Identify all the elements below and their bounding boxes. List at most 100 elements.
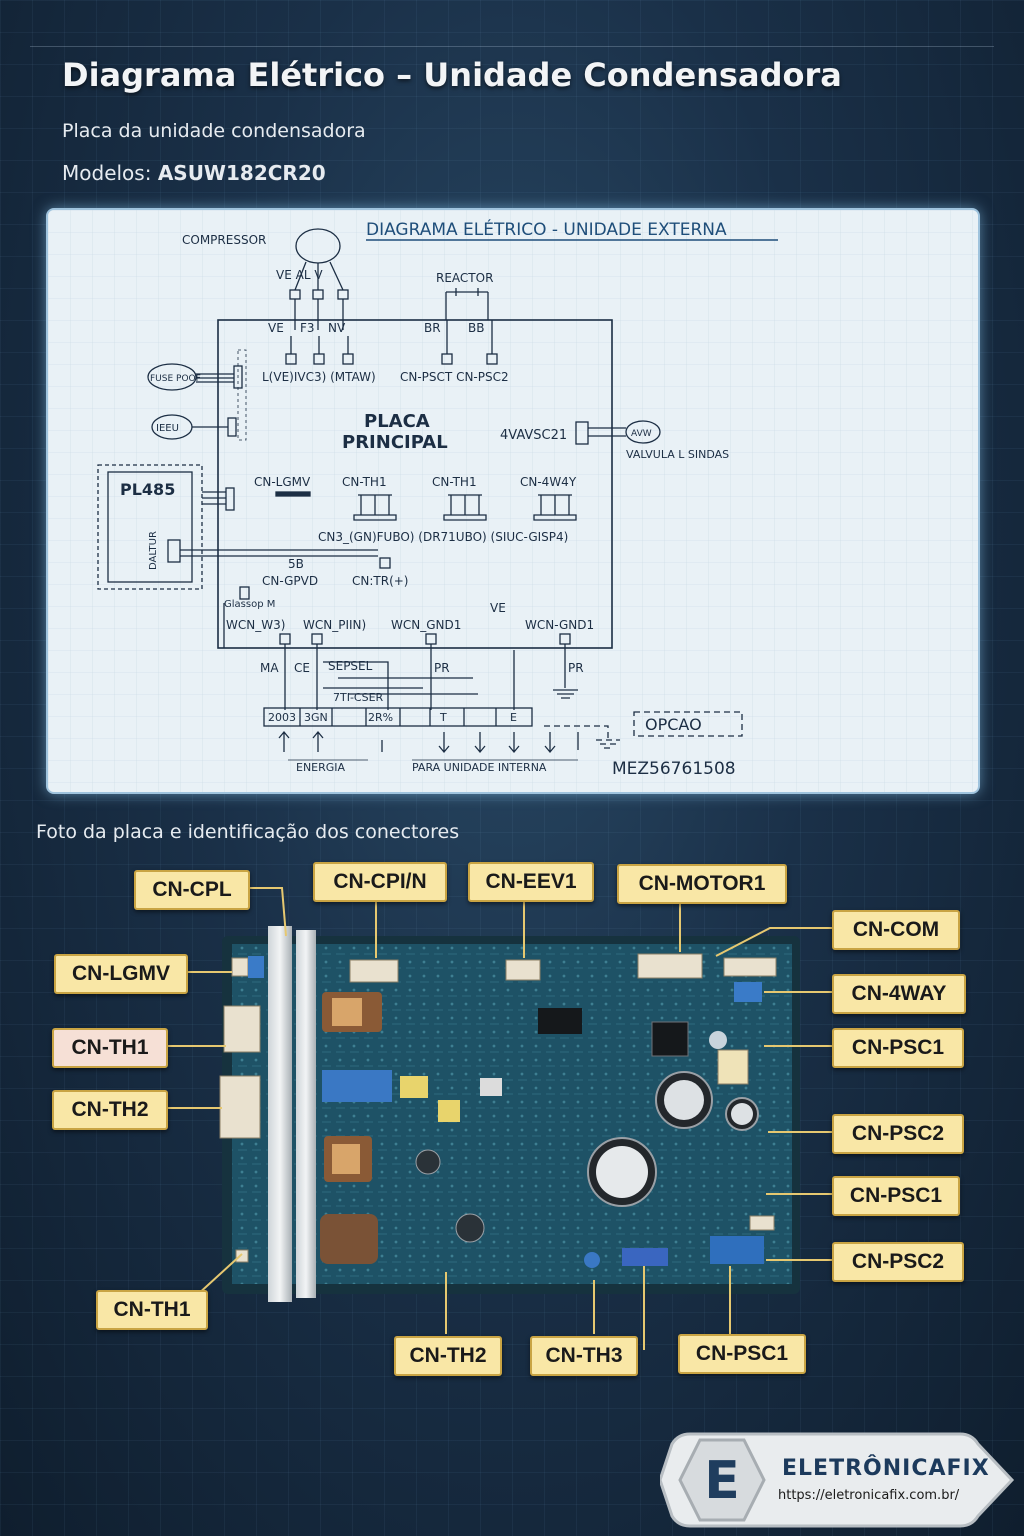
sensor-4way-label: CN-4W4Y	[520, 475, 577, 489]
term-br: BR	[424, 321, 441, 335]
fan-wires	[196, 373, 234, 383]
valve-port-label: 4VAVSC21	[500, 428, 567, 443]
board-label-1: PLACA	[364, 411, 430, 432]
wcn-gnd1-label: WCN_GND1	[391, 618, 461, 632]
fan-motor-label: FUSE POOF	[150, 374, 201, 384]
lower-left-label: Glassop M	[224, 599, 275, 610]
photo-caption: Foto da placa e identificação dos conect…	[36, 821, 460, 843]
diagram-title: DIAGRAMA ELÉTRICO - UNIDADE EXTERNA	[366, 218, 727, 240]
wire-label-ce: CE	[294, 661, 310, 675]
term-nv: NV	[328, 321, 346, 335]
top-connector-pins	[285, 320, 498, 365]
reactor-label: REACTOR	[436, 271, 493, 285]
pl485-dashed-box	[97, 464, 203, 590]
reactor-symbol	[445, 288, 489, 320]
brand-name: ELETRÔNICAFIX	[782, 1456, 990, 1481]
valve-wires	[588, 427, 626, 437]
models-label: Modelos:	[62, 161, 158, 185]
para-interna-label: PARA UNIDADE INTERNA	[412, 761, 547, 774]
electrical-diagram: DIAGRAMA ELÉTRICO - UNIDADE EXTERNA COMP…	[48, 210, 978, 792]
mid-label-gpvd: CN-GPVD	[262, 574, 318, 588]
callout-cn-th2-left: CN-TH2	[52, 1090, 168, 1130]
terminal-3: 2R%	[368, 711, 393, 724]
wcn-w3-label: WCN_W3)	[226, 618, 285, 632]
pcb-connectors	[219, 953, 777, 1266]
board-label-2: PRINCIPAL	[342, 432, 448, 453]
pcb-components	[320, 992, 759, 1268]
callout-cn-th1-bottom: CN-TH1	[96, 1290, 208, 1330]
eev-connector	[227, 417, 237, 437]
brand-url-link[interactable]: https://eletronicafix.com.br/	[778, 1488, 960, 1503]
callout-cn-th1-left: CN-TH1	[52, 1028, 168, 1068]
page-title: Diagrama Elétrico – Unidade Condensadora	[62, 56, 842, 94]
valve-label: VALVULA L SINDAS	[626, 448, 729, 461]
callout-leader-lines	[166, 887, 832, 1350]
page-subtitle: Placa da unidade condensadora	[62, 120, 366, 142]
callout-cn-psc1-a: CN-PSC1	[832, 1028, 964, 1068]
term-bb: BB	[468, 321, 484, 335]
part-number: MEZ56761508	[612, 759, 736, 779]
callout-cn-cpl: CN-CPL	[134, 870, 250, 910]
callout-cn-cpin: CN-CPI/N	[313, 862, 447, 902]
terminal-arrows	[278, 725, 620, 754]
terminal-wires	[284, 644, 578, 710]
sensor-sub-label: CN3_(GN)FUBO) (DR71UBO) (SIUC-GISP4)	[318, 530, 568, 544]
terminal-dividers	[299, 708, 497, 726]
terminal-1: 2003	[268, 711, 296, 724]
wire-label-sepsel: SEPSEL	[328, 659, 373, 673]
models-line: Modelos: ASUW182CR20	[62, 161, 326, 185]
pl485-wires	[202, 491, 226, 505]
valve-coil-symbol	[625, 420, 661, 444]
mid-label-tr: CN:TR(+)	[352, 574, 408, 588]
callout-cn-th2-bottom: CN-TH2	[394, 1336, 502, 1376]
header-divider	[30, 46, 994, 47]
mid-label-5b: 5B	[288, 557, 304, 571]
wcn-gnd1-b-label: WCN-GND1	[525, 618, 594, 632]
brand-logo: E	[660, 1432, 1015, 1528]
ve-label: VE	[490, 601, 506, 615]
sensor-lgmv-connector	[275, 491, 311, 497]
terminal-5: Ε	[510, 711, 517, 724]
sensor-connector-symbols	[353, 494, 577, 521]
terminal-4: T	[439, 711, 447, 724]
term-ve: VE	[268, 321, 284, 335]
main-board-outline	[217, 319, 613, 649]
compressor-terminals: VE AL V	[276, 268, 323, 282]
term-f3: F3	[300, 321, 315, 335]
terminal-2: 3GN	[304, 711, 328, 724]
sensor-th1-b-label: CN-TH1	[432, 475, 477, 489]
pl485-signal-wires	[180, 549, 378, 557]
pcb-illustration	[166, 887, 832, 1350]
compressor-label: COMPRESSOR	[182, 233, 266, 247]
callout-cn-4way: CN-4WAY	[832, 974, 966, 1014]
callout-cn-com: CN-COM	[832, 910, 960, 950]
wire-label-pr-b: PR	[568, 661, 584, 675]
heatsink	[268, 926, 316, 1302]
wire-sub-label: 7TI-CSER	[333, 691, 384, 704]
brand-badge: E ELETRÔNICAFIX https://eletronicafix.co…	[660, 1426, 1020, 1532]
compressor-leads	[289, 261, 349, 330]
wcn-piin-label: WCN_PIIN)	[303, 618, 366, 632]
terminal-block	[263, 707, 533, 727]
electrical-diagram-panel: DIAGRAMA ELÉTRICO - UNIDADE EXTERNA COMP…	[46, 208, 980, 794]
wire-label-ma: MA	[260, 661, 279, 675]
fan-motor-symbol	[147, 363, 197, 391]
sensor-th1-a-label: CN-TH1	[342, 475, 387, 489]
wire-label-pr-a: PR	[434, 661, 450, 675]
valve-port-connector	[575, 421, 589, 445]
energia-label: ENERGIA	[296, 761, 346, 774]
callout-cn-psc2-b: CN-PSC2	[832, 1242, 964, 1282]
brand-letter: E	[704, 1451, 740, 1511]
pl485-label: PL485	[120, 480, 175, 499]
lower-left-connector	[239, 586, 250, 600]
opcao-box	[633, 711, 743, 737]
callout-cn-motor1: CN-MOTOR1	[617, 864, 787, 904]
diagram-grid	[48, 210, 978, 792]
cn-tr-pin	[379, 557, 391, 569]
callout-cn-lgmv: CN-LGMV	[54, 954, 188, 994]
pl485-module	[107, 471, 193, 583]
valve-coil-label: AVW	[631, 429, 652, 439]
left-vertical-labels	[237, 349, 247, 441]
sensor-lgmv-label: CN-LGMV	[254, 475, 311, 489]
callout-cn-eev1: CN-EEV1	[468, 862, 594, 902]
